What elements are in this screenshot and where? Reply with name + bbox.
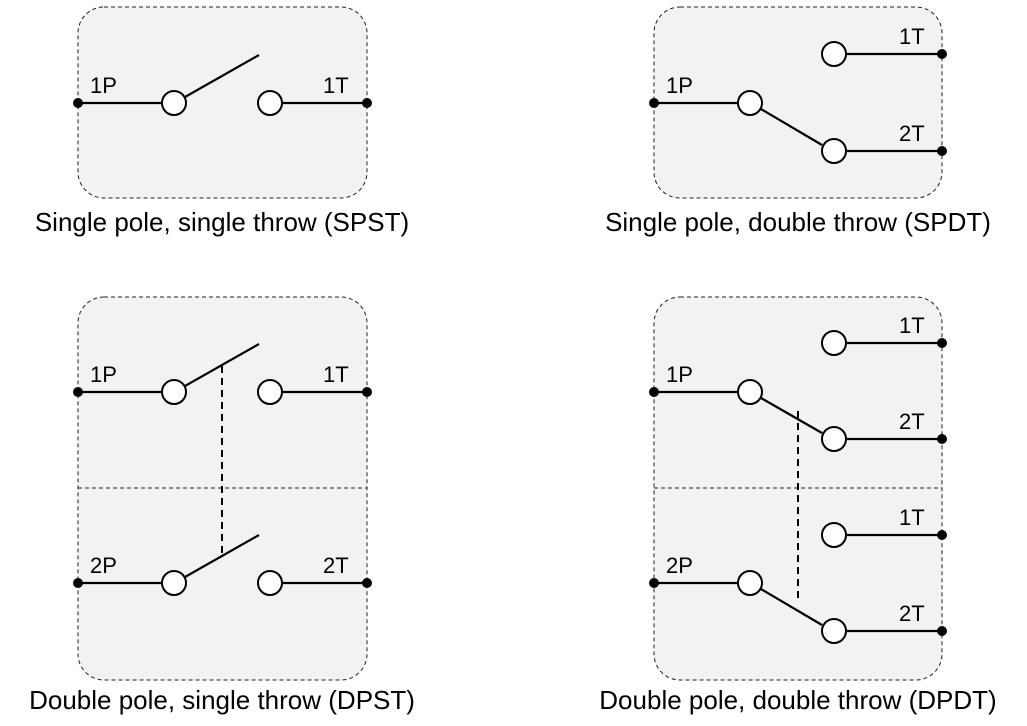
dpdt-p1-throw2-label: 2T (899, 409, 925, 434)
spst-pole-label: 1P (90, 73, 117, 98)
dpst-throw2-contact (257, 570, 283, 596)
dpst-pole1-label: 1P (90, 362, 117, 387)
dpst-throw1-label: 1T (323, 362, 349, 387)
dpst-pole1-contact (161, 379, 187, 405)
dpst-pole2-label: 2P (90, 553, 117, 578)
dpst-throw1-terminal (362, 387, 372, 397)
dpdt-lever2 (760, 588, 823, 626)
dpdt-p2-throw2-terminal (937, 626, 947, 636)
dpdt-p2-throw2-contact (821, 618, 847, 644)
dpst-lever2 (184, 534, 260, 578)
dpst-throw1-contact (257, 379, 283, 405)
dpdt-p1-throw1-label: 1T (899, 313, 925, 338)
spdt-lever (760, 108, 823, 146)
spst-housing (77, 6, 368, 199)
dpdt-p1-throw1-terminal (937, 338, 947, 348)
dpst-pole2-contact (161, 570, 187, 596)
spdt-throw2-terminal (937, 146, 947, 156)
dpst-throw2-label: 2T (323, 553, 349, 578)
dpst-throw2-terminal (362, 578, 372, 588)
dpdt-pole1-label: 1P (666, 362, 693, 387)
dpst-pole1-terminal (73, 387, 83, 397)
spst-pole-terminal (73, 98, 83, 108)
dpst-pole2-terminal (73, 578, 83, 588)
dpdt-p1-throw2-contact (821, 426, 847, 452)
dpst-lever1 (184, 343, 260, 387)
dpdt-pole2-label: 2P (666, 553, 693, 578)
dpdt-p1-throw1-contact (821, 330, 847, 356)
spst-throw-terminal (362, 98, 372, 108)
dpdt-lever1 (760, 397, 823, 434)
spst-caption: Single pole, single throw (SPST) (35, 207, 409, 237)
spdt-pole-terminal (649, 98, 659, 108)
dpst-caption: Double pole, single throw (DPST) (29, 685, 415, 715)
spst-throw-contact (257, 90, 283, 116)
spdt-throw1-label: 1T (899, 24, 925, 49)
dpdt-caption: Double pole, double throw (DPDT) (599, 685, 996, 715)
spdt-throw2-label: 2T (899, 121, 925, 146)
spdt-throw1-terminal (937, 49, 947, 59)
dpdt-p2-throw1-contact (821, 522, 847, 548)
dpdt-pole2-terminal (649, 578, 659, 588)
spdt-caption: Single pole, double throw (SPDT) (605, 207, 991, 237)
dpdt-pole2-contact (737, 570, 763, 596)
dpdt-p2-throw1-label: 1T (899, 505, 925, 530)
dpdt-p1-throw2-terminal (937, 434, 947, 444)
dpdt-pole1-contact (737, 379, 763, 405)
spdt-throw2-contact (821, 138, 847, 164)
dpdt-p2-throw2-label: 2T (899, 601, 925, 626)
spst-pole-contact (161, 90, 187, 116)
dpdt-pole1-terminal (649, 387, 659, 397)
spst-diagram: 1P 1T Single pole, single throw (SPST) (35, 6, 409, 237)
spdt-throw1-contact (821, 41, 847, 67)
dpst-diagram: 1P 1T 2P 2T Double pole, single throw (D… (29, 296, 415, 715)
dpdt-diagram: 1P 1T 2T 2P 1T 2T Double pole, double th… (599, 296, 997, 715)
spdt-pole-label: 1P (666, 73, 693, 98)
spdt-diagram: 1P 1T 2T Single pole, double throw (SPDT… (605, 6, 991, 237)
spst-lever (184, 54, 260, 98)
spdt-pole-contact (737, 90, 763, 116)
spst-throw-label: 1T (323, 73, 349, 98)
dpdt-p2-throw1-terminal (937, 530, 947, 540)
